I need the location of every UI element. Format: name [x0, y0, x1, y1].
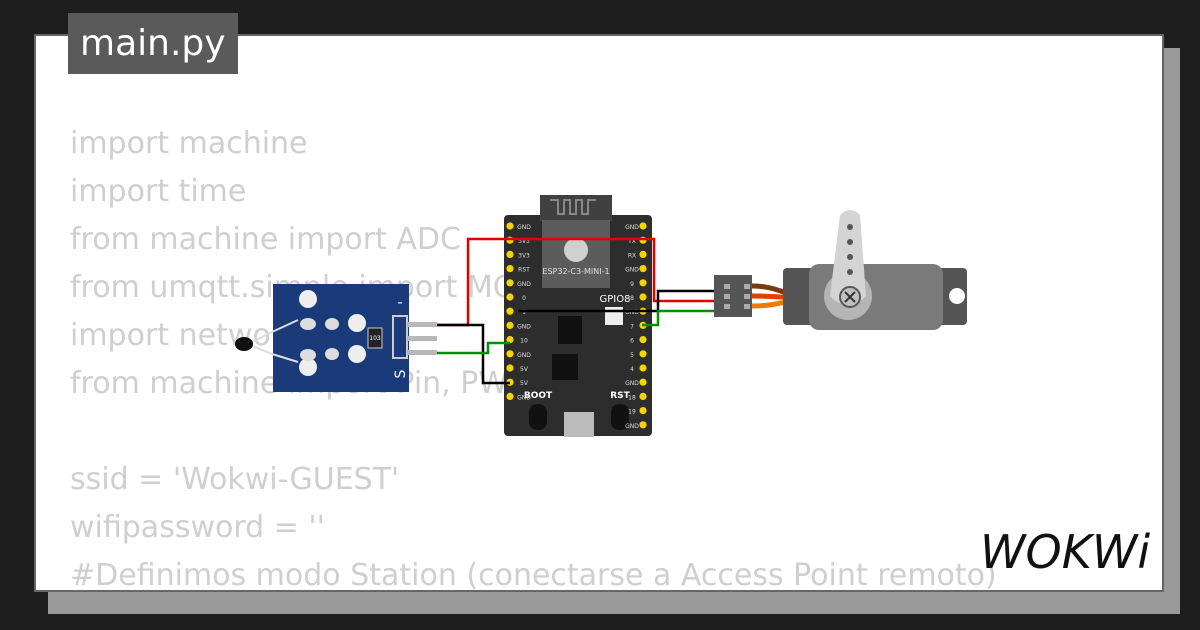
sensor-signal-label: S	[393, 369, 409, 378]
pin[interactable]	[506, 350, 514, 358]
wires	[437, 237, 718, 385]
usb-connector	[564, 412, 594, 437]
pin-label: 18	[628, 394, 636, 401]
pin-label: GND	[625, 224, 639, 231]
rst-label: RST	[610, 391, 630, 401]
pin-label: GND	[517, 281, 531, 288]
pin[interactable]	[506, 222, 514, 230]
pin-label: RST	[518, 267, 530, 274]
esp32-c3-board[interactable]: ESP32-C3-MINI-1 GPIO8 BOOT RST GND 3V3 3V3…	[504, 195, 652, 437]
pin-label: GND	[517, 394, 531, 401]
pin-label: GND	[517, 352, 531, 359]
thermistor	[235, 337, 253, 351]
pin[interactable]	[639, 279, 647, 287]
pin-label: 3V3	[518, 252, 530, 259]
servo-connector[interactable]	[714, 275, 752, 317]
boot-label: BOOT	[524, 391, 553, 401]
pin[interactable]	[506, 321, 514, 329]
pin[interactable]	[506, 307, 514, 315]
black-wire-right	[518, 289, 718, 313]
pin[interactable]	[506, 392, 514, 400]
green-wire-left	[437, 341, 510, 355]
pin[interactable]	[639, 250, 647, 258]
pin-label: GND	[517, 323, 531, 330]
pin-label: 5V	[520, 380, 529, 387]
pin[interactable]	[639, 350, 647, 358]
pin-label: GND	[625, 423, 639, 430]
pin-label: GND	[625, 267, 639, 274]
pin-label: 8	[630, 295, 634, 302]
pin-label: 3V3	[518, 238, 530, 245]
pin[interactable]	[639, 392, 647, 400]
pin-label: 6	[630, 338, 634, 345]
servo-motor[interactable]	[783, 210, 967, 330]
pin[interactable]	[639, 407, 647, 415]
pin-label: GND	[625, 309, 639, 316]
pin[interactable]	[506, 265, 514, 273]
rgb-led	[605, 307, 623, 325]
pin[interactable]	[639, 421, 647, 429]
pin-label: 7	[630, 323, 634, 330]
pin[interactable]	[506, 336, 514, 344]
circuit-diagram: 103 - S ESP32-C3-MINI-1 GPIO8 BOOT RST	[235, 195, 967, 437]
wokwi-logo: WOKWi	[980, 525, 1150, 579]
project-preview-card[interactable]: import machine import time from machine …	[34, 34, 1164, 592]
pin[interactable]	[639, 378, 647, 386]
resistor	[367, 327, 383, 349]
green-wire-right	[642, 309, 718, 327]
pin[interactable]	[639, 222, 647, 230]
boot-button[interactable]	[529, 404, 547, 430]
pin[interactable]	[639, 293, 647, 301]
temperature-sensor-module[interactable]: 103 - S	[235, 284, 437, 392]
sensor-minus-label: -	[397, 295, 402, 311]
pin[interactable]	[506, 279, 514, 287]
pin[interactable]	[639, 265, 647, 273]
pin-label: 4	[630, 366, 634, 373]
pin-label: 5V	[520, 366, 529, 373]
resistor-label: 103	[369, 335, 381, 342]
pin-label: 0	[522, 295, 526, 302]
pin-label: 9	[630, 281, 634, 288]
pin[interactable]	[639, 336, 647, 344]
file-tab[interactable]: main.py	[68, 13, 238, 74]
pin[interactable]	[506, 293, 514, 301]
pin[interactable]	[639, 364, 647, 372]
pin[interactable]	[506, 250, 514, 258]
pin-label: RX	[628, 252, 636, 259]
pin-label: 10	[520, 338, 528, 345]
led-label: GPIO8	[600, 294, 631, 305]
pin-label: 19	[628, 409, 636, 416]
pin-label: GND	[517, 224, 531, 231]
filename: main.py	[80, 23, 226, 64]
pin-label: TX	[627, 238, 636, 245]
module-label: ESP32-C3-MINI-1	[542, 267, 609, 276]
pin-label: 5	[630, 352, 634, 359]
pin-label: GND	[625, 380, 639, 387]
wokwi-logo-text: WOKWi	[980, 525, 1150, 579]
reset-button[interactable]	[611, 404, 629, 430]
pin[interactable]	[506, 364, 514, 372]
pin-label: 1	[522, 309, 526, 316]
